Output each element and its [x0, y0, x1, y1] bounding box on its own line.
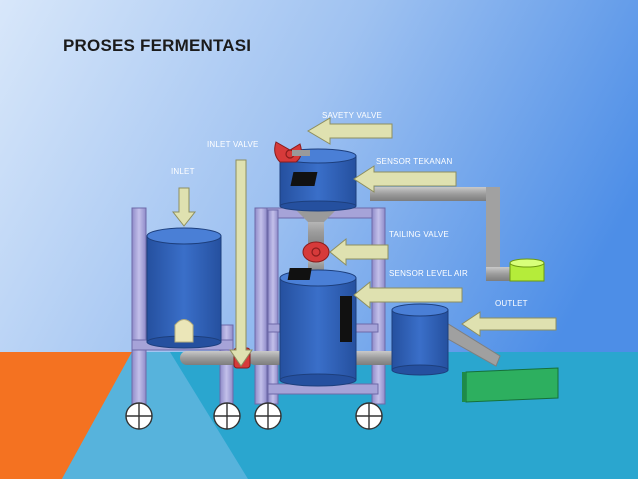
pressure-sensor-block — [290, 172, 318, 186]
arrows — [171, 117, 557, 367]
wheels — [125, 402, 383, 430]
outlet-tank — [391, 303, 449, 376]
wheel-icon — [254, 402, 282, 430]
main-fermenter-tank — [279, 268, 357, 387]
wheel-icon — [355, 402, 383, 430]
slide-title: PROSES FERMENTASI — [63, 36, 252, 55]
outlet-container — [462, 367, 559, 403]
inlet-arrow — [171, 187, 197, 227]
safety-valve-arrow — [307, 117, 393, 145]
inlet-valve-label: INLET VALVE — [207, 140, 259, 149]
outlet-arrow — [461, 311, 557, 337]
water-level-sensor-block — [340, 296, 352, 342]
safety-valve-label: SAVETY VALVE — [322, 111, 382, 120]
safety-valve-icon — [274, 141, 310, 163]
pressure-sensor-arrow — [353, 165, 457, 193]
light-teal-accent-shape — [62, 352, 248, 479]
tailing-valve-icon — [302, 241, 330, 263]
water-level-sensor-arrow — [353, 280, 463, 310]
inlet-label: INLET — [171, 167, 195, 176]
wheel-icon — [213, 402, 241, 430]
tailing-valve-arrow — [329, 237, 389, 267]
labels: SAVETY VALVE INLET VALVE INLET SENSOR TE… — [171, 111, 528, 308]
water-level-sensor-label: SENSOR LEVEL AIR — [389, 269, 468, 278]
top-sensor-block — [287, 268, 312, 280]
wheel-icon — [125, 402, 153, 430]
orange-accent-shape — [0, 352, 132, 479]
tailing-valve-label: TAILING VALVE — [389, 230, 449, 239]
left-tank — [146, 227, 222, 349]
pressure-sensor-label: SENSOR TEKANAN — [376, 157, 452, 166]
inlet-valve-arrow — [229, 159, 253, 367]
outlet-label: OUTLET — [495, 299, 528, 308]
upper-tank — [279, 148, 357, 212]
gas-receiver — [509, 258, 545, 282]
